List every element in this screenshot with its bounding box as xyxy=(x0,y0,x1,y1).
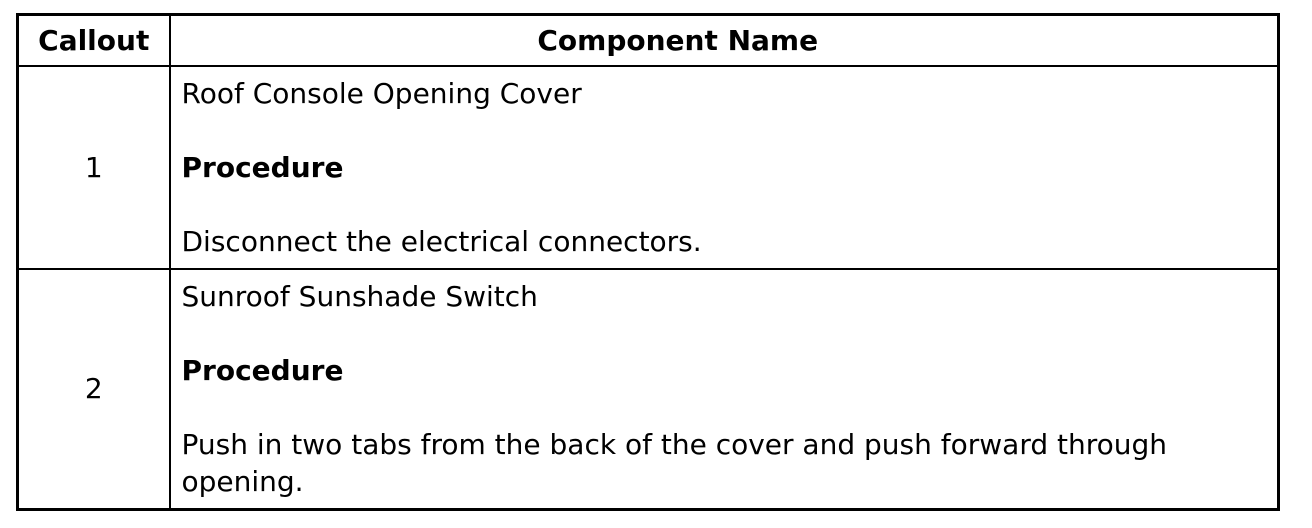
component-name-text: Sunroof Sunshade Switch xyxy=(181,279,538,313)
procedure-description: Disconnect the electrical connectors. xyxy=(181,224,702,258)
component-name-column-header: Component Name xyxy=(168,13,1280,67)
table-row: 2 Sunroof Sunshade Switch Procedure Push… xyxy=(16,267,1280,510)
component-cell: Roof Console Opening Cover Procedure Dis… xyxy=(168,64,1280,270)
table-row: 1 Roof Console Opening Cover Procedure D… xyxy=(16,64,1280,270)
callout-number: 1 xyxy=(16,64,171,270)
callout-number: 2 xyxy=(16,267,171,510)
procedure-heading: Procedure xyxy=(181,353,344,387)
procedure-heading: Procedure xyxy=(181,150,344,184)
component-table: Callout Component Name 1 Roof Console Op… xyxy=(16,13,1280,511)
table-header-row: Callout Component Name xyxy=(16,13,1280,67)
component-table-container: Callout Component Name 1 Roof Console Op… xyxy=(16,13,1280,511)
callout-column-header: Callout xyxy=(16,13,171,67)
procedure-description: Push in two tabs from the back of the co… xyxy=(181,427,1168,498)
component-name-text: Roof Console Opening Cover xyxy=(181,76,582,110)
component-cell: Sunroof Sunshade Switch Procedure Push i… xyxy=(168,267,1280,510)
